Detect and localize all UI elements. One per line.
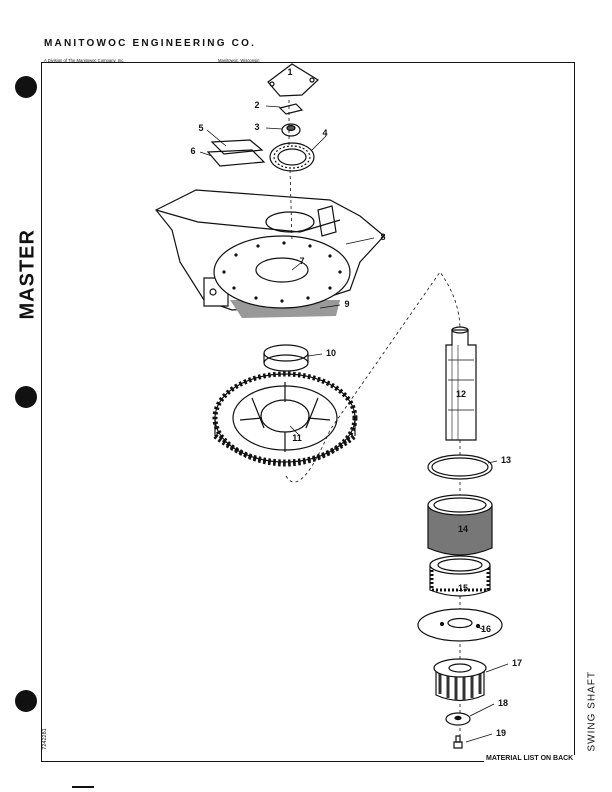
part-swing-gear — [212, 371, 358, 467]
callout-6: 6 — [190, 146, 196, 156]
footer-mark — [72, 786, 94, 788]
part-roller-bearing — [429, 555, 491, 597]
part-nut — [281, 123, 301, 137]
callout-13: 13 — [500, 455, 511, 465]
callout-10: 10 — [325, 348, 336, 358]
material-list-note: MATERIAL LIST ON BACK — [484, 755, 576, 762]
callout-12: 12 — [455, 389, 466, 399]
binder-hole-top — [15, 76, 37, 98]
part-lock-plate — [278, 103, 304, 115]
callout-9: 9 — [344, 299, 350, 309]
part-ring — [263, 344, 309, 372]
callout-18: 18 — [497, 698, 508, 708]
company-name: MANITOWOC ENGINEERING CO. — [44, 38, 257, 49]
part-swing-plate — [213, 235, 351, 309]
callout-15: 15 — [457, 583, 468, 593]
callout-11: 11 — [292, 433, 302, 443]
callout-1: 1 — [287, 67, 293, 77]
callout-2: 2 — [254, 100, 260, 110]
part-pinion — [433, 658, 487, 702]
division-line: A Division of The Manitowoc Company, Inc… — [44, 58, 125, 63]
part-cover-plate — [206, 139, 266, 167]
callout-17: 17 — [511, 658, 522, 668]
callout-3: 3 — [254, 122, 260, 132]
part-swing-shaft — [445, 326, 477, 441]
binder-hole-middle — [15, 386, 37, 408]
callout-5: 5 — [198, 123, 204, 133]
callout-4: 4 — [322, 128, 328, 138]
leader-lines — [199, 105, 509, 743]
binder-hole-bottom — [15, 690, 37, 712]
callout-16: 16 — [480, 624, 491, 634]
part-upper-bearing — [269, 142, 315, 172]
part-bushing — [427, 494, 493, 556]
part-retainer-ring — [427, 454, 493, 480]
part-cover-cap — [267, 63, 319, 97]
callout-14: 14 — [457, 524, 468, 534]
callout-7: 7 — [299, 256, 305, 266]
part-thrust-washer — [417, 608, 503, 642]
callout-19: 19 — [495, 728, 506, 738]
callout-8: 8 — [380, 232, 386, 242]
part-washer — [445, 712, 471, 726]
part-bolt — [453, 735, 463, 749]
drawing-frame — [41, 62, 575, 762]
location-line: Manitowoc, Wisconsin — [218, 58, 260, 63]
